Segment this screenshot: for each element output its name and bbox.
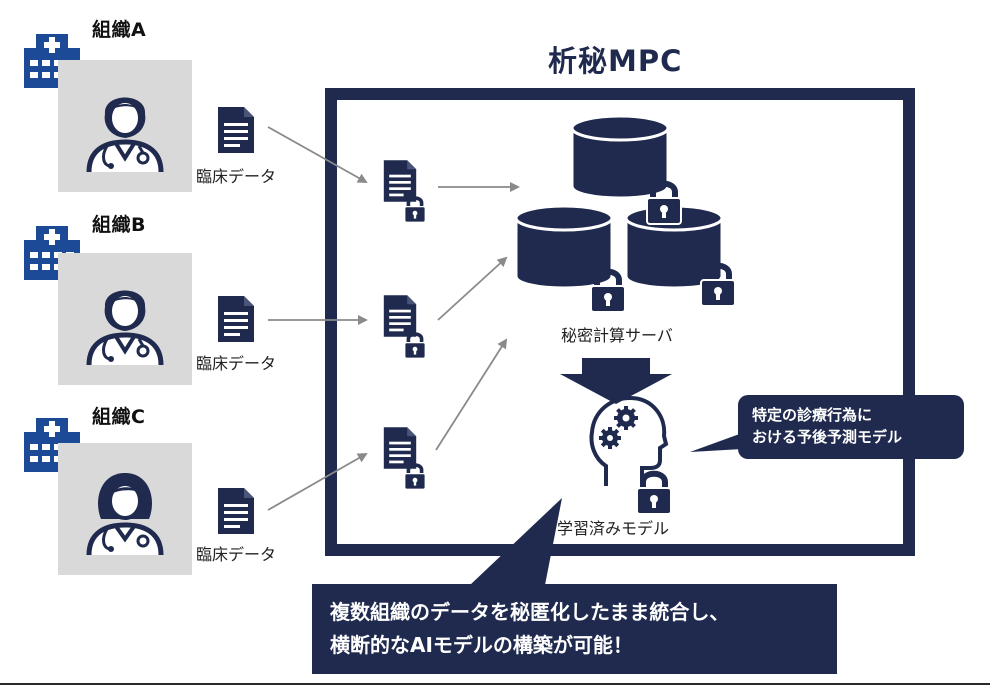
- server-label: 秘密計算サーバ: [561, 326, 673, 345]
- org-b-data-label: 臨床データ: [196, 354, 277, 373]
- org-b-label: 組織B: [92, 214, 146, 236]
- bottom-divider: [0, 683, 990, 685]
- org-c-data-label: 臨床データ: [196, 545, 277, 564]
- arrow-org-a: [267, 126, 368, 183]
- org-c-label: 組織C: [92, 406, 146, 428]
- down-arrow: [560, 358, 672, 404]
- ai-head-icon: [589, 395, 669, 486]
- org-a-person-box: [58, 60, 192, 192]
- callout-big-line2: 横断的なAIモデルの構築が可能！: [330, 633, 633, 657]
- callout-small-line2: おける予後予測モデル: [752, 428, 903, 446]
- callout-summary: 複数組織のデータを秘匿化したまま統合し、 横断的なAIモデルの構築が可能！: [312, 584, 837, 674]
- model-label: 学習済みモデル: [557, 519, 670, 538]
- arrow-to-server-3: [435, 338, 508, 451]
- callout-big-line1: 複数組織のデータを秘匿化したまま統合し、: [330, 600, 730, 624]
- diagram-title: 析秘MPC: [548, 44, 683, 78]
- org-b-person-box: [58, 253, 192, 385]
- arrow-org-c: [267, 453, 368, 511]
- callout-prediction-model: 特定の診療行為に おける予後予測モデル: [738, 395, 964, 459]
- org-c-person-box: [58, 443, 192, 575]
- org-a-data-label: 臨床データ: [196, 167, 277, 186]
- callout-small-line1: 特定の診療行為に: [752, 406, 873, 424]
- org-a-label: 組織A: [92, 19, 147, 41]
- arrow-to-server-2: [437, 256, 508, 321]
